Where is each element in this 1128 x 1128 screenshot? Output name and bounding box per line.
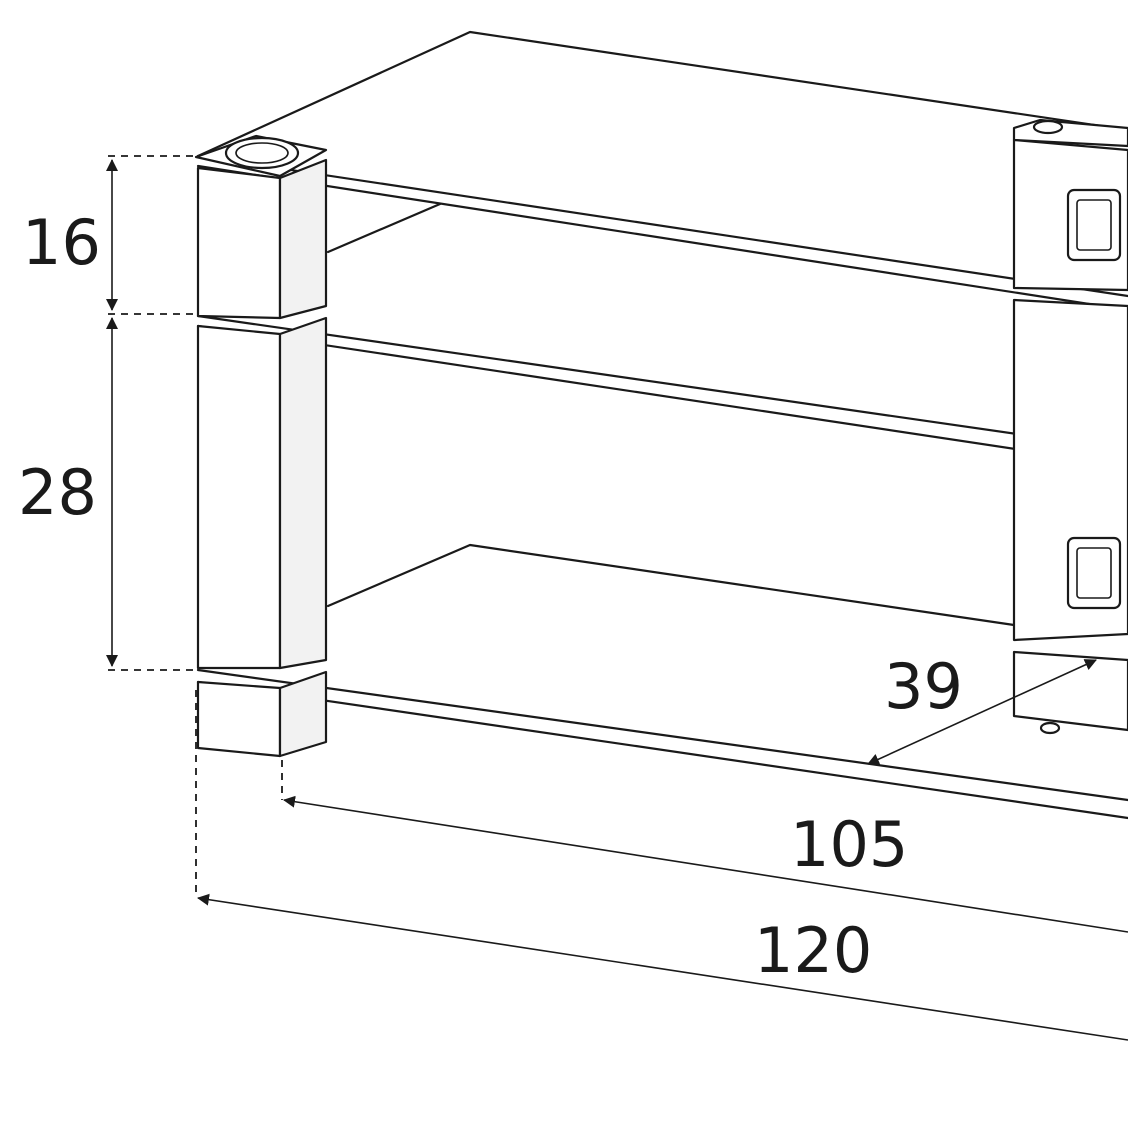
dimension-label-120: 120 — [754, 914, 872, 987]
dimension-shelf-gap-top: 16 — [22, 155, 196, 315]
middle-shelf — [196, 314, 1128, 468]
bottom-shelf — [196, 668, 1128, 820]
top-shelf-back-edge — [196, 30, 1128, 158]
dimension-depth: 39 — [867, 650, 1097, 765]
dimension-label-39: 39 — [884, 650, 963, 723]
left-front-leg — [194, 134, 328, 758]
lower-cable-port-icon — [1066, 536, 1122, 610]
dimension-overall-width: 120 — [195, 690, 1128, 1041]
upper-cable-port-icon — [1066, 188, 1122, 262]
dimension-label-105: 105 — [790, 808, 908, 881]
top-shelf — [196, 154, 1128, 312]
dimension-label-16: 16 — [22, 206, 101, 279]
dimension-label-28: 28 — [18, 456, 97, 529]
middle-shelf-back — [326, 202, 442, 254]
dimension-shelf-gap-bottom: 28 — [18, 317, 196, 671]
right-back-leg — [1012, 118, 1128, 735]
bottom-shelf-back — [326, 543, 1016, 627]
dimension-inner-width: 105 — [281, 760, 1128, 933]
